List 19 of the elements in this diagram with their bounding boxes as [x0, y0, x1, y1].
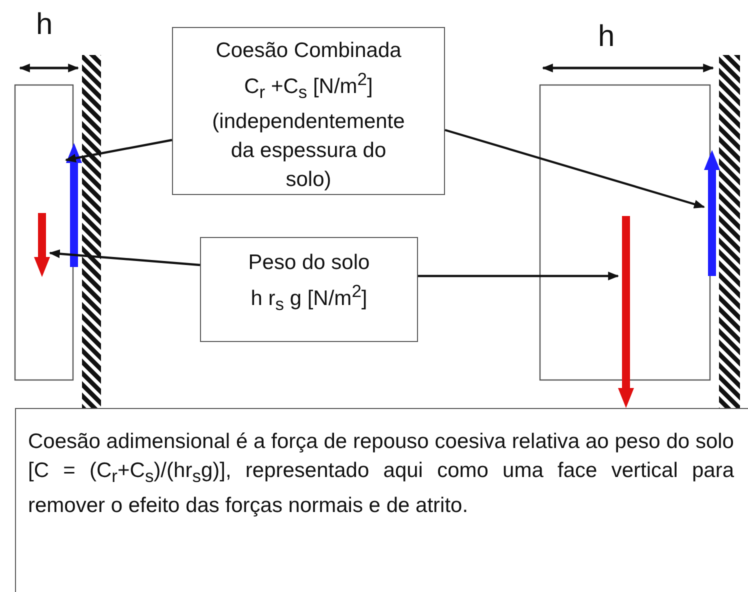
text-panel — [15, 408, 748, 592]
box-text: (independentemente da espessura do solo) — [212, 109, 405, 194]
force-arrow — [704, 150, 720, 276]
description-text: Coesão adimensional é a força de repouso coesiva relativa ao peso do solo [C = (C$_{r}$+C$_{s}$)/(hr$_{s}$g)], representado aqui como uma face vertical para remover o efeito das forças normais e de atrito. — [28, 429, 734, 520]
force-arrow — [618, 216, 634, 408]
box-text: Coesão Combinada — [216, 38, 402, 64]
label-box — [200, 237, 418, 342]
arrow — [418, 272, 620, 280]
arrow — [444, 128, 706, 208]
dimension-label: h — [36, 8, 53, 42]
arrow — [48, 249, 200, 266]
box-text: h r$_{s}$ g [N/m$^{2}$] — [250, 280, 368, 316]
label-box — [172, 27, 445, 195]
box-text: Peso do solo — [248, 250, 370, 276]
force-arrow — [34, 213, 50, 277]
dimension-label: h — [598, 20, 615, 54]
force-arrow — [66, 143, 82, 267]
box-text: C$_{r}$ +C$_{s}$ [N/m$^{2}$] — [244, 68, 373, 104]
arrow — [64, 138, 172, 162]
